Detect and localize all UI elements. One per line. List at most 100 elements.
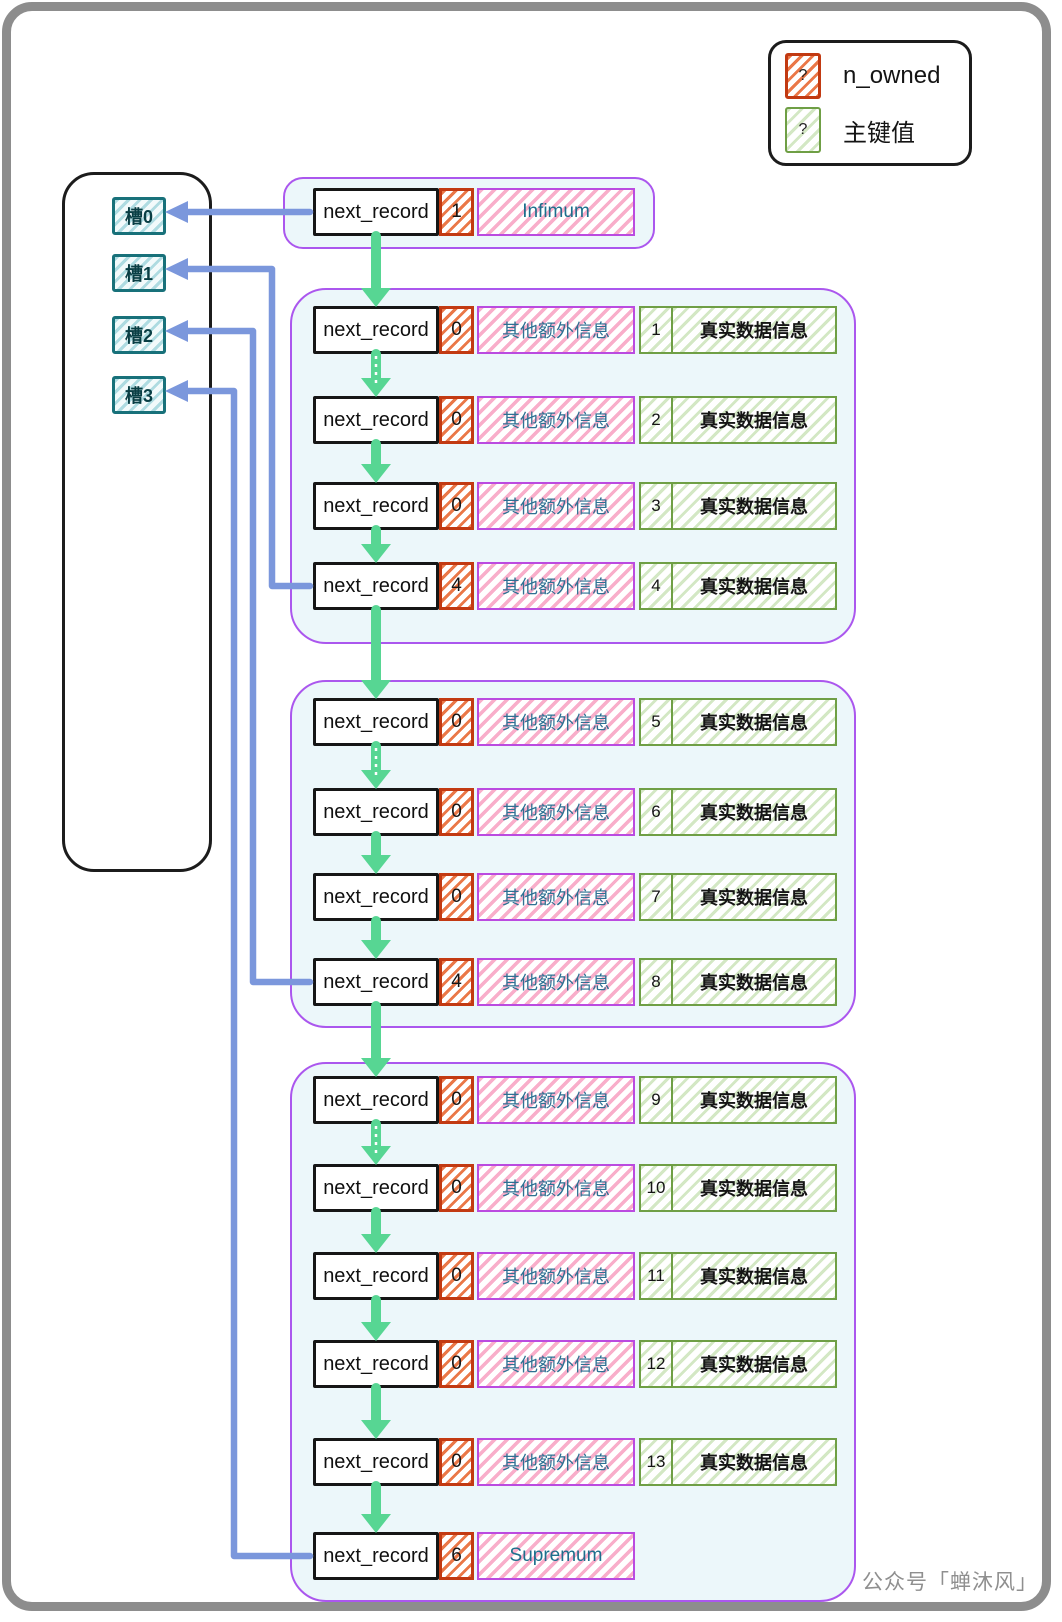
real-data-cell: 真实数据信息 bbox=[671, 958, 837, 1006]
real-data-cell: 真实数据信息 bbox=[671, 1164, 837, 1212]
n-owned-cell: 0 bbox=[439, 1076, 474, 1124]
special-record-cell: Supremum bbox=[477, 1532, 635, 1580]
real-data-cell: 真实数据信息 bbox=[671, 482, 837, 530]
n-owned-cell: 0 bbox=[439, 396, 474, 444]
next-record-cell: next_record bbox=[313, 958, 439, 1006]
special-record-cell: Infimum bbox=[477, 188, 635, 236]
extra-info-cell: 其他额外信息 bbox=[477, 1076, 635, 1124]
slot-box-0: 槽0 bbox=[112, 197, 166, 235]
real-data-cell: 真实数据信息 bbox=[671, 396, 837, 444]
n-owned-cell: 0 bbox=[439, 873, 474, 921]
next-record-cell: next_record bbox=[313, 306, 439, 354]
next-record-cell: next_record bbox=[313, 562, 439, 610]
next-record-cell: next_record bbox=[313, 1340, 439, 1388]
primary-key-cell: 3 bbox=[639, 482, 673, 530]
slot-box-1: 槽1 bbox=[112, 254, 166, 292]
extra-info-cell: 其他额外信息 bbox=[477, 1164, 635, 1212]
extra-info-cell: 其他额外信息 bbox=[477, 562, 635, 610]
extra-info-cell: 其他额外信息 bbox=[477, 306, 635, 354]
n-owned-cell: 0 bbox=[439, 1340, 474, 1388]
n-owned-cell: 4 bbox=[439, 562, 474, 610]
primary-key-cell: 13 bbox=[639, 1438, 673, 1486]
n-owned-cell: 0 bbox=[439, 1252, 474, 1300]
n-owned-cell: 0 bbox=[439, 482, 474, 530]
green-hatch-swatch: ? bbox=[785, 107, 821, 153]
orange-hatch-swatch: ? bbox=[785, 53, 821, 99]
extra-info-cell: 其他额外信息 bbox=[477, 396, 635, 444]
extra-info-cell: 其他额外信息 bbox=[477, 482, 635, 530]
n-owned-cell: 0 bbox=[439, 788, 474, 836]
real-data-cell: 真实数据信息 bbox=[671, 562, 837, 610]
real-data-cell: 真实数据信息 bbox=[671, 1438, 837, 1486]
n-owned-cell: 6 bbox=[439, 1532, 474, 1580]
extra-info-cell: 其他额外信息 bbox=[477, 788, 635, 836]
next-record-cell: next_record bbox=[313, 788, 439, 836]
n-owned-cell: 1 bbox=[439, 188, 474, 236]
primary-key-cell: 5 bbox=[639, 698, 673, 746]
next-record-cell: next_record bbox=[313, 873, 439, 921]
real-data-cell: 真实数据信息 bbox=[671, 1076, 837, 1124]
legend-item-n-owned: ? n_owned bbox=[785, 53, 955, 99]
slot-directory: 槽0 槽1 槽2 槽3 bbox=[62, 172, 212, 872]
primary-key-cell: 8 bbox=[639, 958, 673, 1006]
legend-item-primary-key: ? 主键值 bbox=[785, 107, 955, 153]
real-data-cell: 真实数据信息 bbox=[671, 788, 837, 836]
real-data-cell: 真实数据信息 bbox=[671, 306, 837, 354]
real-data-cell: 真实数据信息 bbox=[671, 1252, 837, 1300]
primary-key-cell: 12 bbox=[639, 1340, 673, 1388]
n-owned-cell: 4 bbox=[439, 958, 474, 1006]
next-record-cell: next_record bbox=[313, 1076, 439, 1124]
real-data-cell: 真实数据信息 bbox=[671, 698, 837, 746]
n-owned-cell: 0 bbox=[439, 1438, 474, 1486]
n-owned-cell: 0 bbox=[439, 1164, 474, 1212]
primary-key-cell: 9 bbox=[639, 1076, 673, 1124]
extra-info-cell: 其他额外信息 bbox=[477, 958, 635, 1006]
extra-info-cell: 其他额外信息 bbox=[477, 1252, 635, 1300]
next-record-cell: next_record bbox=[313, 1532, 439, 1580]
extra-info-cell: 其他额外信息 bbox=[477, 1438, 635, 1486]
slot-box-3: 槽3 bbox=[112, 376, 166, 414]
extra-info-cell: 其他额外信息 bbox=[477, 873, 635, 921]
primary-key-cell: 10 bbox=[639, 1164, 673, 1212]
real-data-cell: 真实数据信息 bbox=[671, 1340, 837, 1388]
record-group-3 bbox=[290, 1062, 856, 1602]
next-record-cell: next_record bbox=[313, 188, 439, 236]
legend: ? n_owned ? 主键值 bbox=[768, 40, 972, 166]
next-record-cell: next_record bbox=[313, 1252, 439, 1300]
primary-key-cell: 4 bbox=[639, 562, 673, 610]
primary-key-cell: 1 bbox=[639, 306, 673, 354]
legend-label: n_owned bbox=[843, 62, 941, 89]
extra-info-cell: 其他额外信息 bbox=[477, 1340, 635, 1388]
next-record-cell: next_record bbox=[313, 482, 439, 530]
primary-key-cell: 11 bbox=[639, 1252, 673, 1300]
watermark: 公众号「蝉沐风」 bbox=[862, 1571, 1038, 1594]
next-record-cell: next_record bbox=[313, 396, 439, 444]
next-record-cell: next_record bbox=[313, 698, 439, 746]
next-record-cell: next_record bbox=[313, 1164, 439, 1212]
n-owned-cell: 0 bbox=[439, 306, 474, 354]
next-record-cell: next_record bbox=[313, 1438, 439, 1486]
primary-key-cell: 2 bbox=[639, 396, 673, 444]
legend-label: 主键值 bbox=[843, 119, 915, 147]
primary-key-cell: 6 bbox=[639, 788, 673, 836]
real-data-cell: 真实数据信息 bbox=[671, 873, 837, 921]
slot-box-2: 槽2 bbox=[112, 316, 166, 354]
n-owned-cell: 0 bbox=[439, 698, 474, 746]
extra-info-cell: 其他额外信息 bbox=[477, 698, 635, 746]
